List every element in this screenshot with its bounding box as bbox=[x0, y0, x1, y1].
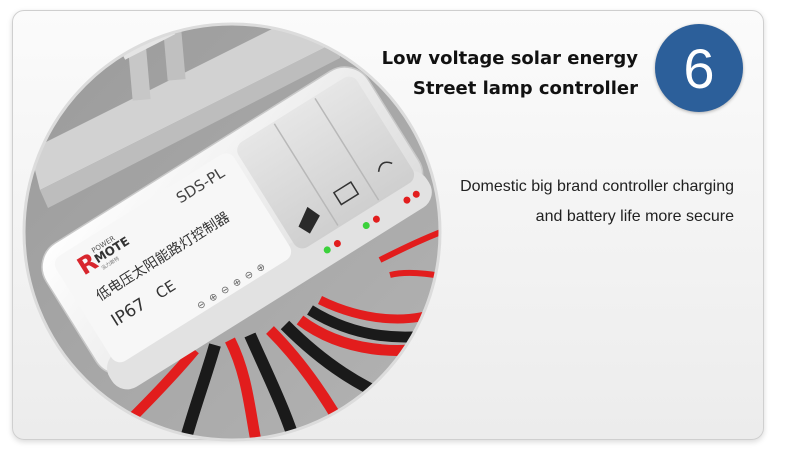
headline-line-1: Low voltage solar energy bbox=[381, 48, 638, 69]
description-line-2: and battery life more secure bbox=[535, 208, 734, 225]
headline: Low voltage solar energy Street lamp con… bbox=[382, 44, 638, 104]
battery-icon bbox=[332, 181, 360, 206]
lamp-icon bbox=[377, 161, 393, 172]
solar-panel-icon bbox=[298, 206, 320, 234]
controller-housing bbox=[41, 66, 432, 390]
magnifier-lens bbox=[24, 24, 440, 440]
feature-number-badge: 6 bbox=[655, 24, 743, 112]
description-line-1: Domestic big brand controller charging bbox=[460, 178, 734, 195]
headline-line-2: Street lamp controller bbox=[412, 78, 638, 99]
description: Domestic big brand controller charging a… bbox=[460, 172, 734, 232]
